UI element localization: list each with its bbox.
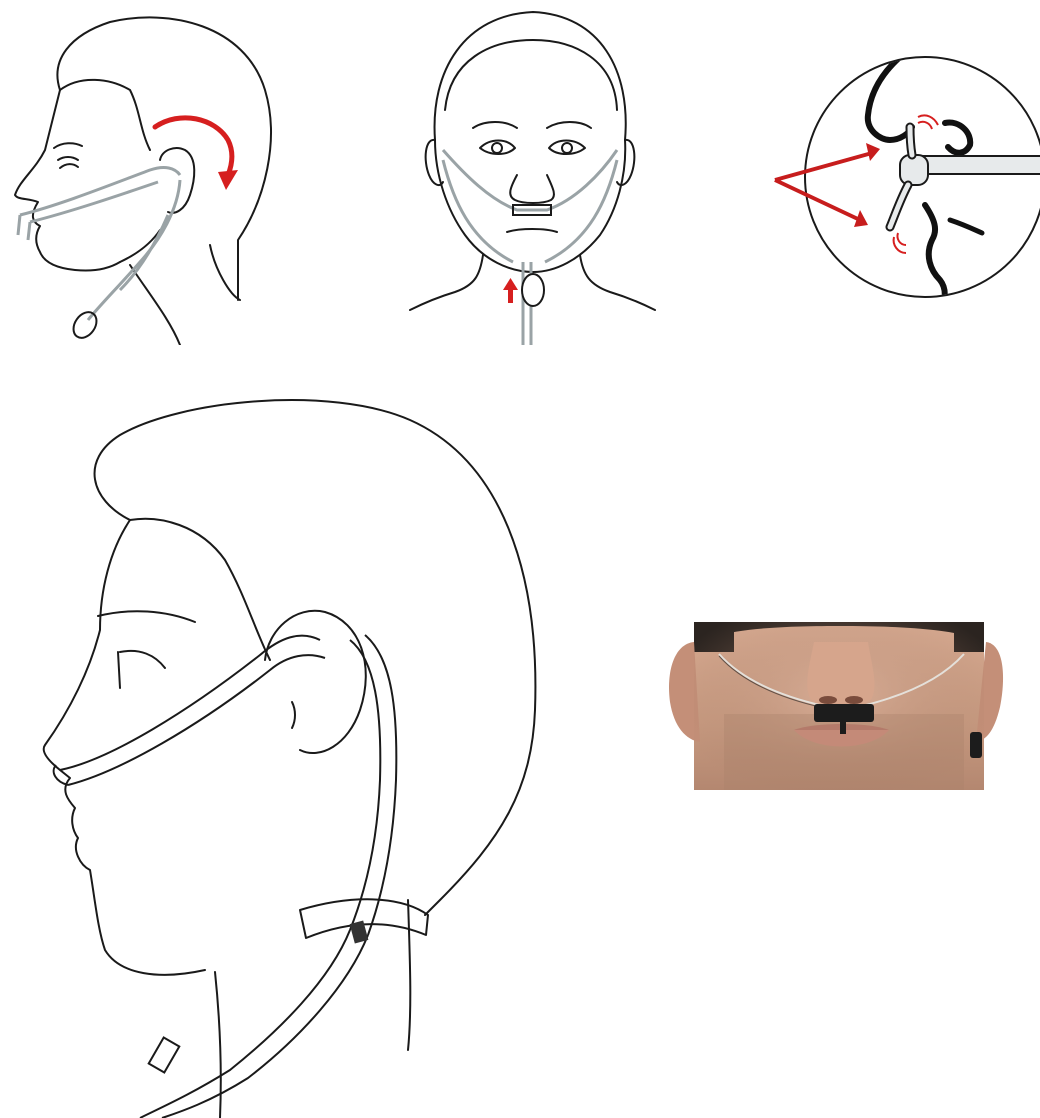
side-head-illustration <box>0 0 290 345</box>
front-head-slide-bolo-panel <box>395 0 665 345</box>
front-head-illustration <box>395 0 665 345</box>
photo-icon <box>664 622 1004 790</box>
side-head-over-ear-panel <box>0 0 290 345</box>
large-side-head-illustration <box>30 390 620 1118</box>
nose-closeup-illustration <box>760 15 1040 345</box>
up-arrow-icon <box>503 278 518 303</box>
nose-closeup-prongs-panel <box>760 15 1040 345</box>
face-photo-cannula-panel <box>664 622 1004 790</box>
side-head-large-cannula-panel <box>30 390 620 1118</box>
bolo-slider <box>522 274 544 306</box>
